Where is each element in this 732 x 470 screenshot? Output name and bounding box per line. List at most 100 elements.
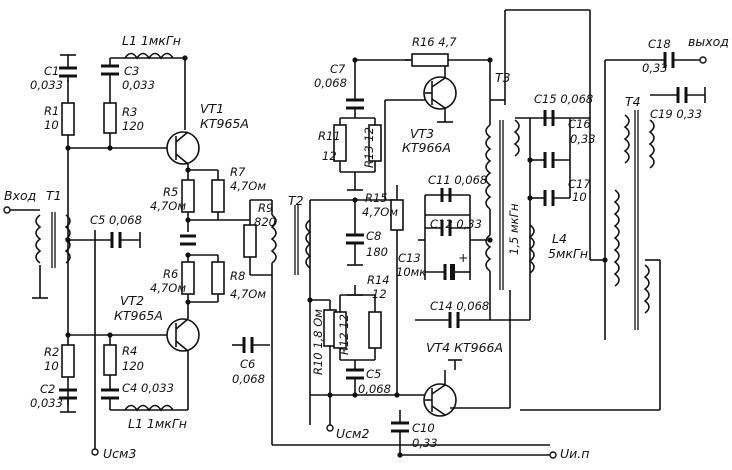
label-u-supply: Uи.п xyxy=(560,446,589,461)
label-vt1-type: КТ965А xyxy=(200,116,249,131)
label-r4-value: 120 xyxy=(122,359,144,373)
label-c6-name: C6 xyxy=(240,357,255,371)
label-vt2-type: КТ965А xyxy=(114,308,163,323)
label-r7-name: R7 xyxy=(230,165,246,179)
label-c11: C11 0,068 xyxy=(428,173,487,187)
label-c13-value: 10мк xyxy=(396,265,426,279)
label-r16: R16 4,7 xyxy=(412,35,457,49)
label-c1-name: C1 xyxy=(44,64,59,78)
label-vt4: VT4 КТ966А xyxy=(426,340,503,355)
label-l4-name: L4 xyxy=(552,231,567,246)
transistor-vt2 xyxy=(166,255,200,410)
label-r9-value: 820 xyxy=(254,215,276,229)
label-r14-value: 12 xyxy=(372,287,387,301)
label-c10-name: C10 xyxy=(412,421,435,435)
label-c4: C4 0,033 xyxy=(122,381,174,395)
resistor-r9 xyxy=(243,224,257,258)
label-c18-value: 0,33 xyxy=(642,61,668,75)
label-r3-name: R3 xyxy=(122,105,137,119)
transistor-vt4 xyxy=(423,370,510,417)
input-terminal xyxy=(3,206,11,214)
label-c17-name: C17 xyxy=(568,177,591,191)
label-plus: + xyxy=(458,250,468,265)
resistor-r4 xyxy=(103,344,117,376)
label-t4: T4 xyxy=(625,94,641,109)
transformer-t4-secondary xyxy=(648,119,655,169)
label-r9-name: R9 xyxy=(258,201,273,215)
label-r1-name: R1 xyxy=(44,104,59,118)
label-r11-name: R11 xyxy=(318,129,341,143)
label-t3: T3 xyxy=(495,70,511,85)
resistor-r7 xyxy=(211,179,225,213)
label-c12: C12 0,33 xyxy=(430,217,482,231)
label-c8-name: C8 xyxy=(366,229,381,243)
resistor-r8 xyxy=(211,261,225,295)
label-u-bias2: Uсм2 xyxy=(336,426,369,441)
label-c19: C19 0,33 xyxy=(650,107,702,121)
label-r15-value: 4,7Ом xyxy=(362,205,398,219)
label-r5-value: 4,7Ом xyxy=(150,199,186,213)
junction-dots xyxy=(65,55,608,458)
transformer-t3-secondary xyxy=(513,119,520,157)
inductor-l1-top xyxy=(124,52,174,60)
label-vt3-name: VT3 xyxy=(410,126,434,141)
label-c15: C15 0,068 xyxy=(534,92,593,106)
label-vt1-name: VT1 xyxy=(200,101,224,116)
inductor-l1-bottom xyxy=(124,404,174,412)
label-t1: T1 xyxy=(46,188,62,203)
label-r3-value: 120 xyxy=(122,119,144,133)
label-vt2-name: VT2 xyxy=(120,293,144,308)
label-r8-name: R8 xyxy=(230,269,245,283)
label-c2-value: 0,033 xyxy=(30,396,63,410)
label-r6-name: R6 xyxy=(163,267,178,281)
capacitor-c2 xyxy=(59,388,77,413)
label-r5-name: R5 xyxy=(163,185,178,199)
label-u-bias3: Uсм3 xyxy=(103,446,136,461)
label-r14-name: R14 xyxy=(367,273,390,287)
label-r13: R13 12 xyxy=(362,127,376,168)
label-l4-value: 5мкГн xyxy=(548,246,588,261)
label-r7-value: 4,7Ом xyxy=(230,179,266,193)
label-output: выход xyxy=(688,34,729,49)
label-r6-value: 4,7Ом xyxy=(150,281,186,295)
resistor-r2 xyxy=(61,344,75,378)
transformer-t3-primary xyxy=(485,124,492,210)
transistor-vt3 xyxy=(423,66,457,123)
label-r2-name: R2 xyxy=(44,345,59,359)
resistor-r3 xyxy=(103,102,117,134)
label-c14: C14 0,068 xyxy=(430,299,489,313)
label-c5-mid-value: 0,068 xyxy=(358,382,391,396)
label-l1-bottom: L1 1мкГн xyxy=(128,416,187,431)
label-r2-value: 10 xyxy=(44,359,59,373)
label-l1-top: L1 1мкГн xyxy=(122,33,181,48)
label-r11-value: 12 xyxy=(322,149,337,163)
label-c5-mid-name: C5 xyxy=(366,367,381,381)
label-c16-name: C16 xyxy=(568,117,591,131)
resistor-r16 xyxy=(411,53,449,67)
resistor-r5 xyxy=(181,179,195,213)
label-c7-value: 0,068 xyxy=(314,76,347,90)
label-c7-name: C7 xyxy=(330,62,346,76)
resistor-r1 xyxy=(61,102,75,136)
label-input: Вход xyxy=(4,188,36,203)
label-c17-value: 10 xyxy=(572,190,587,204)
capacitor-c1 xyxy=(59,54,77,82)
label-c10-value: 0,33 xyxy=(412,436,438,450)
inductor-l4 xyxy=(528,224,535,274)
label-c13-name: C13 xyxy=(398,251,421,265)
label-c5-left: C5 0,068 xyxy=(90,213,142,227)
label-c3-value: 0,033 xyxy=(122,78,155,92)
transformer-t4-primary xyxy=(623,114,630,164)
label-r4-name: R4 xyxy=(122,344,137,358)
label-c16-value: 0,33 xyxy=(570,132,596,146)
transformer-t1-primary xyxy=(35,214,42,264)
label-c3-name: C3 xyxy=(124,64,139,78)
label-coil: 1,5 мкГн xyxy=(507,203,521,255)
label-r10: R10 1,8 Ом xyxy=(311,309,325,375)
label-r15-name: R15 xyxy=(365,191,388,205)
label-c1-value: 0,033 xyxy=(30,78,63,92)
label-vt3-type: КТ966А xyxy=(402,140,451,155)
label-t2: T2 xyxy=(288,193,304,208)
